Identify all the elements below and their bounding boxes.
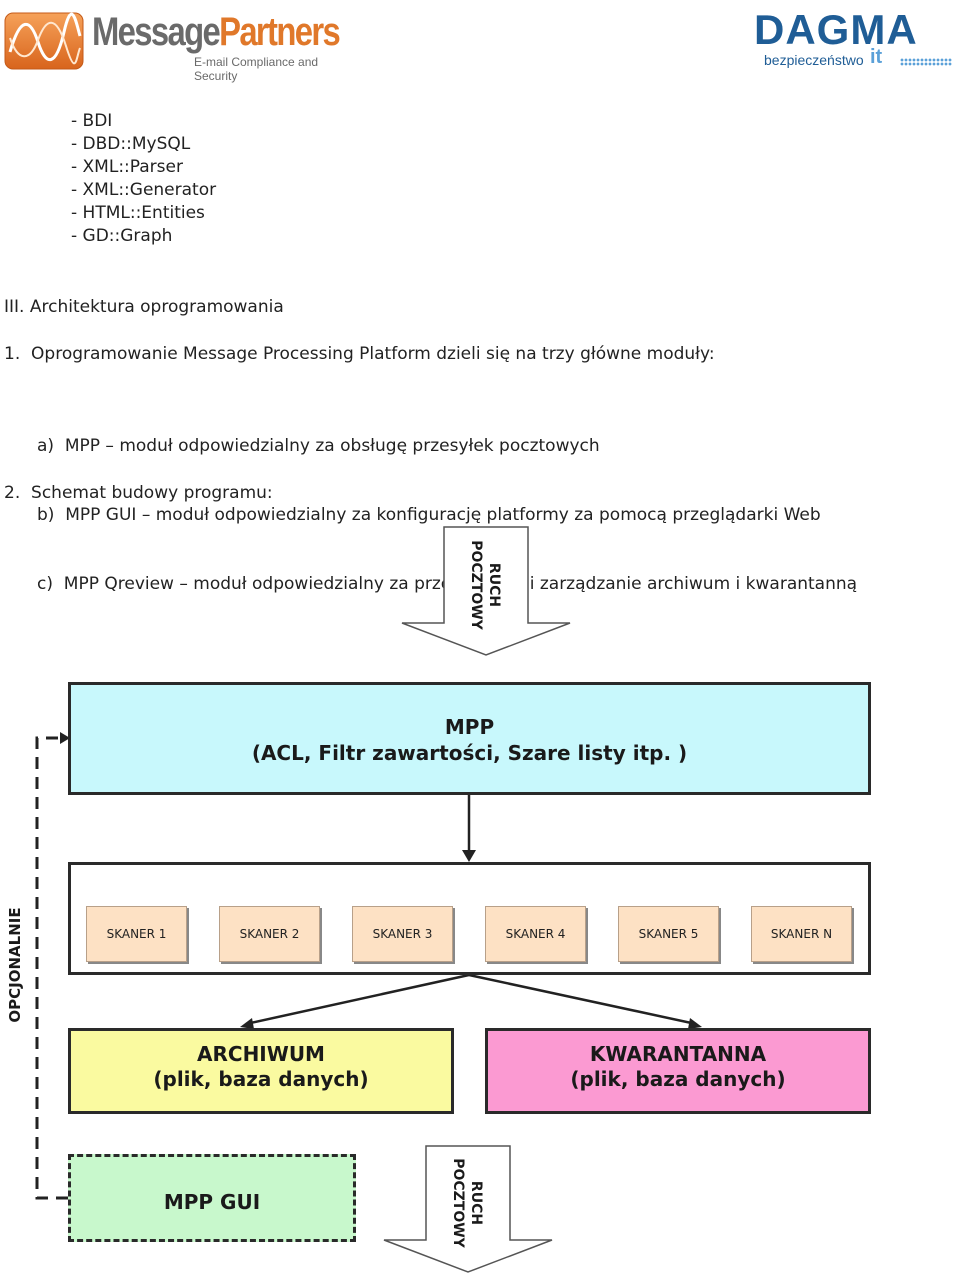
quarantine-title: KWARANTANNA: [589, 1042, 767, 1066]
dagma-it-mark: it: [870, 46, 883, 68]
top-mail-flow-arrow: [401, 526, 571, 656]
list-item: - GD::Graph: [71, 226, 173, 246]
top-arrow-label: RUCH POCZTOWY: [455, 537, 515, 630]
paragraph-item-2: 2. Schemat budowy programu:: [4, 483, 273, 503]
list-item: - DBD::MySQL: [71, 134, 191, 154]
scanner-box: SKANER N: [751, 906, 852, 962]
mpp-module-box: MPP (ACL, Filtr zawartości, Szare listy …: [68, 682, 871, 795]
section-heading: III. Architektura oprogramowania: [4, 297, 284, 317]
bottom-arrow-label: RUCH POCZTOWY: [437, 1155, 497, 1248]
mpp-subtitle: (ACL, Filtr zawartości, Szare listy itp.…: [251, 741, 688, 765]
paragraph-item-1: 1. Oprogramowanie Message Processing Pla…: [4, 344, 715, 364]
list-item: a) MPP – moduł odpowiedzialny za obsługę…: [37, 436, 600, 456]
mpp-gui-box: MPP GUI: [68, 1154, 356, 1242]
list-item: - HTML::Entities: [71, 203, 205, 223]
quarantine-box: KWARANTANNA (plik, baza danych): [485, 1028, 871, 1114]
scanner-box: SKANER 1: [86, 906, 187, 962]
list-item: - BDI: [71, 111, 113, 131]
arrow-label-line: POCZTOWY: [468, 540, 484, 630]
dagma-logo: DAGMA bezpieczeństwo it: [752, 6, 957, 72]
scanner-box: SKANER 5: [618, 906, 719, 962]
list-item: - XML::Generator: [71, 180, 217, 200]
messagepartners-tagline: E-mail Compliance and Security: [194, 55, 319, 83]
scanner-row-box: [68, 862, 871, 975]
dagma-subtitle: bezpieczeństwo: [764, 52, 864, 68]
mpp-title: MPP: [444, 715, 495, 739]
archive-title: ARCHIWUM: [197, 1042, 325, 1066]
optional-dashed-connector: [35, 736, 68, 1200]
modules-list: - BDI - DBD::MySQL - XML::Parser - XML::…: [71, 110, 216, 248]
scanners-to-quarantine-connector: [468, 973, 697, 1026]
scanner-box: SKANER 4: [485, 906, 586, 962]
optional-label: OPCJONALNIE: [6, 907, 24, 1023]
list-item: - XML::Parser: [71, 157, 183, 177]
quarantine-subtitle: (plik, baza danych): [570, 1067, 786, 1091]
arrow-label-line: RUCH: [486, 562, 502, 608]
messagepartners-logo-icon: [4, 12, 84, 70]
bottom-mail-flow-arrow: [383, 1145, 553, 1273]
archive-subtitle: (plik, baza danych): [153, 1067, 369, 1091]
optional-label-wrap: OPCJONALNIE: [0, 890, 30, 1040]
messagepartners-logo: MessagePartners E-mail Compliance and Se…: [4, 10, 341, 83]
archive-box: ARCHIWUM (plik, baza danych): [68, 1028, 454, 1114]
arrow-label-line: POCZTOWY: [450, 1158, 466, 1248]
scanner-box: SKANER 2: [219, 906, 320, 962]
sub-items-list: a) MPP – moduł odpowiedzialny za obsługę…: [37, 389, 857, 619]
mpp-gui-label: MPP GUI: [163, 1190, 261, 1214]
list-item: b) MPP GUI – moduł odpowiedzialny za kon…: [37, 505, 821, 525]
scanners-to-archive-connector: [245, 973, 470, 1026]
dagma-dots-icon: [900, 58, 952, 66]
messagepartners-wordmark: MessagePartners: [92, 10, 341, 54]
arrow-label-line: RUCH: [468, 1180, 484, 1226]
dagma-wordmark: DAGMA: [754, 6, 918, 53]
scanner-box: SKANER 3: [352, 906, 453, 962]
